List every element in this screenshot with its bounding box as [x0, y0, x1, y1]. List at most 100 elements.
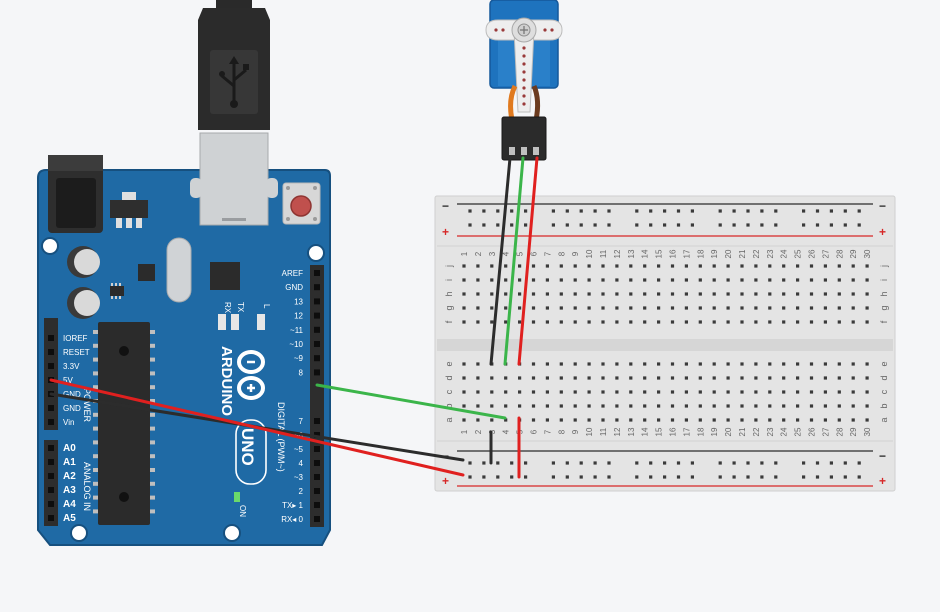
rail-hole[interactable]: [676, 223, 681, 227]
digital-pin-hole[interactable]: [314, 516, 320, 522]
breadboard-hole[interactable]: [684, 404, 688, 408]
breadboard-hole[interactable]: [670, 292, 675, 296]
breadboard-hole[interactable]: [796, 306, 800, 310]
rail-hole[interactable]: [690, 475, 694, 479]
breadboard-hole[interactable]: [851, 404, 855, 408]
breadboard-hole[interactable]: [490, 418, 494, 422]
rail-hole[interactable]: [829, 223, 833, 227]
breadboard-hole[interactable]: [476, 418, 480, 422]
breadboard-hole[interactable]: [768, 278, 772, 282]
rail-hole[interactable]: [579, 461, 583, 465]
digital-pin-hole[interactable]: [314, 270, 320, 276]
rail-hole[interactable]: [857, 475, 861, 479]
breadboard-hole[interactable]: [462, 264, 466, 268]
breadboard-hole[interactable]: [740, 404, 744, 408]
breadboard-hole[interactable]: [684, 390, 688, 394]
digital-pin-hole[interactable]: [314, 488, 320, 494]
rail-hole[interactable]: [829, 209, 833, 213]
rail-hole[interactable]: [565, 461, 569, 465]
breadboard-hole[interactable]: [865, 264, 869, 268]
rail-hole[interactable]: [802, 223, 806, 227]
breadboard-hole[interactable]: [768, 320, 772, 324]
breadboard-hole[interactable]: [726, 292, 730, 296]
rail-hole[interactable]: [510, 475, 514, 479]
breadboard-hole[interactable]: [559, 320, 563, 324]
breadboard-hole[interactable]: [754, 320, 758, 324]
breadboard-hole[interactable]: [796, 278, 800, 282]
power-pin-hole[interactable]: [48, 349, 54, 355]
breadboard-hole[interactable]: [754, 404, 758, 408]
breadboard-hole[interactable]: [782, 278, 786, 282]
breadboard-hole[interactable]: [726, 264, 730, 268]
breadboard-hole[interactable]: [809, 306, 814, 310]
breadboard-hole[interactable]: [573, 418, 577, 422]
breadboard-hole[interactable]: [851, 376, 855, 380]
rail-hole[interactable]: [565, 475, 569, 479]
breadboard-hole[interactable]: [504, 404, 508, 408]
breadboard-hole[interactable]: [754, 376, 758, 380]
breadboard-hole[interactable]: [559, 390, 563, 394]
breadboard-hole[interactable]: [782, 306, 786, 310]
breadboard-hole[interactable]: [712, 306, 716, 310]
digital-pin-hole[interactable]: [314, 446, 320, 452]
breadboard-hole[interactable]: [670, 306, 675, 310]
breadboard-hole[interactable]: [851, 292, 855, 296]
breadboard-hole[interactable]: [462, 418, 466, 422]
rail-hole[interactable]: [732, 209, 736, 213]
rail-hole[interactable]: [635, 209, 639, 213]
rail-hole[interactable]: [663, 461, 667, 465]
rail-hole[interactable]: [802, 461, 806, 465]
breadboard-hole[interactable]: [726, 376, 730, 380]
rail-hole[interactable]: [649, 223, 653, 227]
rail-hole[interactable]: [857, 223, 861, 227]
breadboard-hole[interactable]: [545, 418, 549, 422]
rail-hole[interactable]: [524, 209, 528, 213]
breadboard-hole[interactable]: [712, 404, 716, 408]
breadboard-hole[interactable]: [657, 278, 661, 282]
rail-hole[interactable]: [524, 461, 528, 465]
breadboard-hole[interactable]: [601, 376, 605, 380]
rail-hole[interactable]: [496, 209, 500, 213]
breadboard-hole[interactable]: [629, 418, 633, 422]
breadboard-hole[interactable]: [865, 306, 869, 310]
breadboard-hole[interactable]: [462, 278, 466, 282]
breadboard-hole[interactable]: [643, 418, 647, 422]
breadboard-hole[interactable]: [573, 306, 577, 310]
breadboard-hole[interactable]: [476, 264, 480, 268]
breadboard-hole[interactable]: [545, 292, 549, 296]
rail-hole[interactable]: [774, 223, 778, 227]
breadboard-hole[interactable]: [545, 320, 549, 324]
power-pin-hole[interactable]: [48, 363, 54, 369]
digital-pin-hole[interactable]: [314, 432, 320, 438]
breadboard-hole[interactable]: [823, 390, 827, 394]
breadboard-hole[interactable]: [615, 362, 619, 366]
breadboard-hole[interactable]: [476, 362, 480, 366]
digital-pin-hole[interactable]: [314, 312, 320, 319]
breadboard-hole[interactable]: [601, 320, 605, 324]
breadboard-hole[interactable]: [559, 264, 563, 268]
breadboard-hole[interactable]: [865, 320, 869, 324]
rail-hole[interactable]: [482, 475, 486, 479]
breadboard-hole[interactable]: [629, 362, 633, 366]
rail-hole[interactable]: [690, 223, 694, 227]
breadboard-hole[interactable]: [823, 362, 827, 366]
rail-hole[interactable]: [718, 223, 722, 227]
breadboard-hole[interactable]: [531, 376, 536, 380]
arduino-uno-board[interactable]: RX TX L ARDUINO UNO ON: [37, 0, 331, 546]
breadboard-hole[interactable]: [712, 292, 716, 296]
rail-hole[interactable]: [690, 461, 694, 465]
breadboard-hole[interactable]: [809, 376, 814, 380]
rail-hole[interactable]: [732, 461, 736, 465]
rail-hole[interactable]: [676, 209, 681, 213]
breadboard-hole[interactable]: [796, 376, 800, 380]
breadboard-hole[interactable]: [462, 320, 466, 324]
breadboard-hole[interactable]: [740, 264, 744, 268]
breadboard-hole[interactable]: [531, 418, 536, 422]
breadboard-hole[interactable]: [712, 390, 716, 394]
rail-hole[interactable]: [635, 475, 639, 479]
breadboard-hole[interactable]: [601, 390, 605, 394]
breadboard-hole[interactable]: [518, 264, 522, 268]
breadboard-hole[interactable]: [712, 278, 716, 282]
rail-hole[interactable]: [815, 461, 820, 465]
